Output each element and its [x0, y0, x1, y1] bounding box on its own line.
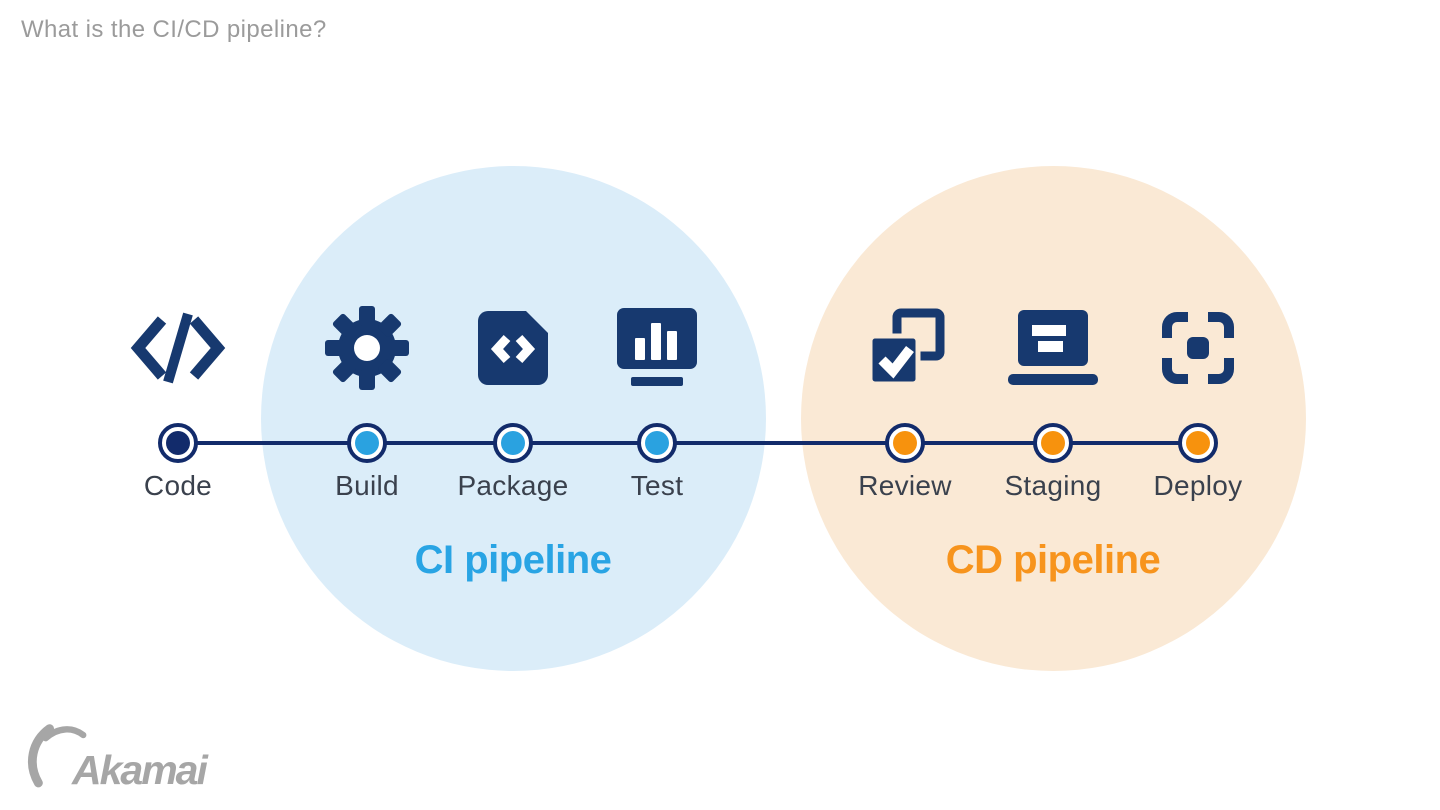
stage-code: Code [103, 300, 253, 501]
stage-label-staging: Staging [1004, 470, 1102, 501]
node-build [347, 423, 387, 463]
stage-label-review: Review [858, 470, 952, 501]
node-code [158, 423, 198, 463]
stage-label-code: Code [143, 470, 213, 501]
pipeline-line [178, 441, 1198, 445]
stage-deploy: Deploy [1123, 300, 1273, 501]
node-review [885, 423, 925, 463]
stage-label-test: Test [630, 470, 684, 501]
stage-label-deploy: Deploy [1153, 470, 1243, 501]
stage-review: Review [830, 300, 980, 501]
stage-label-package: Package [457, 470, 569, 501]
page-title: What is the CI/CD pipeline? [21, 16, 327, 43]
chart-monitor-icon [582, 300, 732, 395]
stage-build: Build [292, 300, 442, 501]
akamai-arc-icon [24, 720, 88, 795]
stage-staging: Staging [978, 300, 1128, 501]
cd-pipeline-label: CD pipeline [945, 538, 1161, 582]
ci-circle [261, 166, 766, 671]
node-deploy [1178, 423, 1218, 463]
node-staging [1033, 423, 1073, 463]
code-file-icon [438, 300, 588, 395]
ci-pipeline-label: CI pipeline [414, 538, 612, 582]
code-brackets-icon [103, 300, 253, 395]
akamai-logo: Akamai [24, 720, 208, 795]
stage-test: Test [582, 300, 732, 501]
checked-copies-icon [830, 300, 980, 395]
gear-icon [292, 300, 442, 395]
laptop-icon [978, 300, 1128, 395]
focus-target-icon [1123, 300, 1273, 395]
akamai-logo-text: Akamai [72, 747, 208, 793]
stage-package: Package [438, 300, 588, 501]
node-package [493, 423, 533, 463]
node-test [637, 423, 677, 463]
stage-label-build: Build [335, 470, 399, 501]
cd-circle [801, 166, 1306, 671]
